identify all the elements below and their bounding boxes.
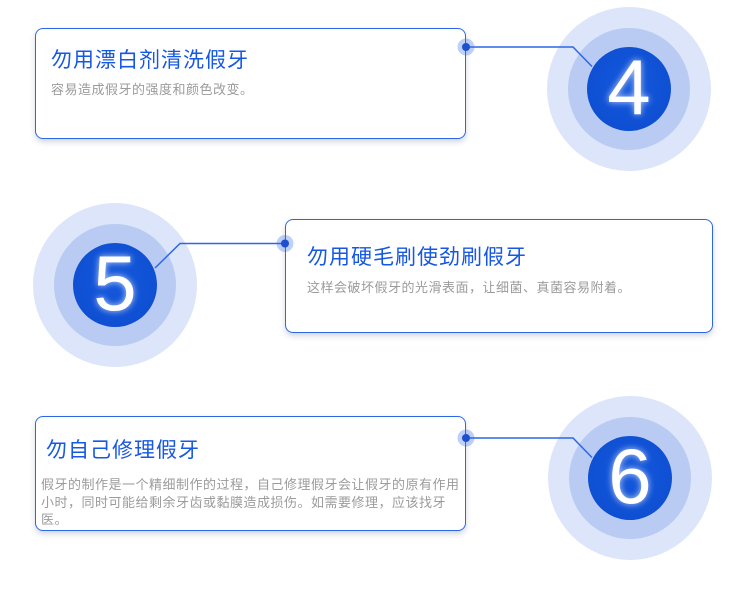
step4-number: 4 — [607, 43, 651, 131]
step5-number: 5 — [93, 239, 137, 327]
step5-number-circle: 5 — [73, 243, 157, 327]
step4-ring-outer: 4 — [547, 7, 711, 171]
step5-ring-outer: 5 — [33, 203, 197, 367]
step4-number-circle: 4 — [587, 47, 671, 131]
step4-ring-middle: 4 — [568, 28, 690, 150]
step6-ring-middle: 6 — [569, 417, 691, 539]
step4-card: 勿用漂白剂清洗假牙 容易造成假牙的强度和颜色改变。 — [35, 28, 466, 139]
step6-number: 6 — [608, 432, 652, 520]
step4-title: 勿用漂白剂清洗假牙 — [51, 49, 249, 72]
step6-ring-outer: 6 — [548, 396, 712, 560]
step6-description: 假牙的制作是一个精细制作的过程，自己修理假牙会让假牙的原有作用小时，同时可能给剩… — [41, 477, 460, 528]
step5-ring-middle: 5 — [54, 224, 176, 346]
step5-description: 这样会破坏假牙的光滑表面，让细菌、真菌容易附着。 — [307, 280, 632, 296]
step5-card: 勿用硬毛刷使劲刷假牙 这样会破坏假牙的光滑表面，让细菌、真菌容易附着。 — [285, 219, 713, 333]
step4-description: 容易造成假牙的强度和颜色改变。 — [51, 82, 254, 98]
step6-title: 勿自己修理假牙 — [46, 439, 200, 462]
step5-title: 勿用硬毛刷使劲刷假牙 — [307, 246, 527, 269]
step6-number-circle: 6 — [588, 436, 672, 520]
step6-card: 勿自己修理假牙 假牙的制作是一个精细制作的过程，自己修理假牙会让假牙的原有作用小… — [35, 416, 466, 531]
